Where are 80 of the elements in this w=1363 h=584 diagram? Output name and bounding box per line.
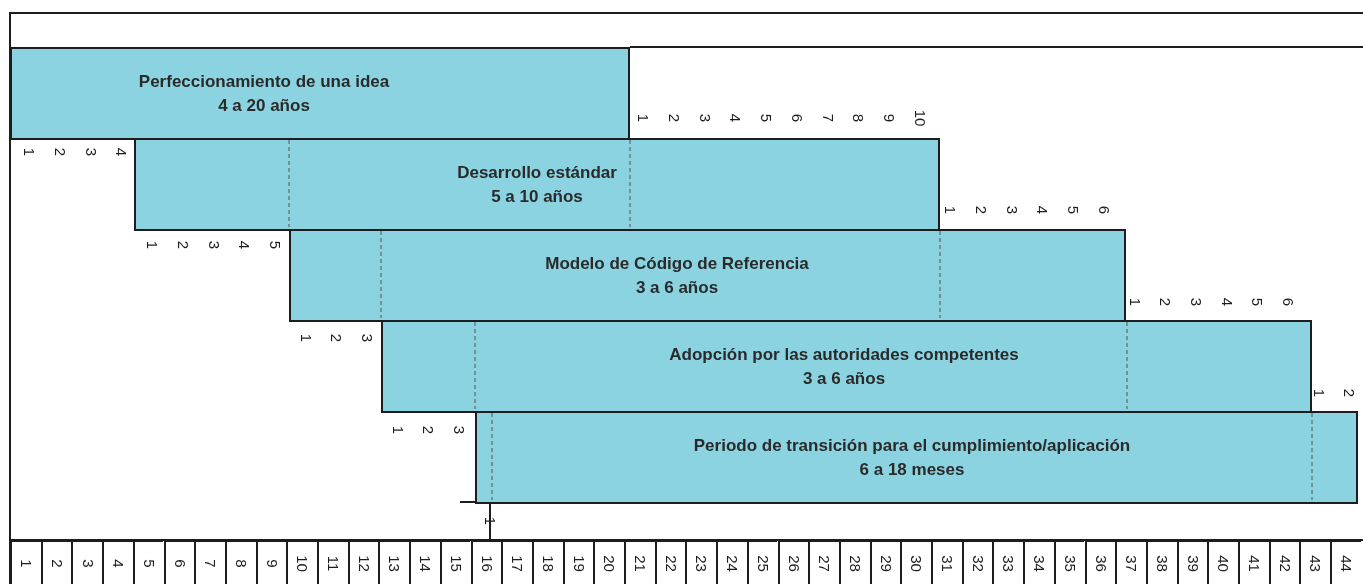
timeline-cell: 4 bbox=[102, 540, 133, 584]
step-number: 2 bbox=[328, 333, 344, 343]
step-number: 5 bbox=[267, 240, 283, 250]
timeline-cell: 6 bbox=[163, 540, 195, 584]
phase-duration: 3 a 6 años bbox=[635, 276, 719, 299]
step-number: 1 bbox=[635, 113, 651, 123]
step-number: 5 bbox=[1249, 297, 1265, 307]
step-number: 4 bbox=[1034, 205, 1050, 215]
phase-title: Periodo de transición para el cumplimiento/aplicación bbox=[693, 434, 1131, 457]
timeline-cell: 14 bbox=[409, 540, 440, 584]
step-number: 1 bbox=[942, 205, 958, 215]
step-number: 3 bbox=[1188, 297, 1204, 307]
timeline-cell: 31 bbox=[931, 540, 962, 584]
timeline-cell: 37 bbox=[1115, 540, 1146, 584]
step-number: 2 bbox=[1157, 297, 1173, 307]
phase-duration: 4 a 20 años bbox=[218, 94, 310, 117]
timeline-cell: 20 bbox=[593, 540, 624, 584]
timeline-cell: 13 bbox=[378, 540, 410, 584]
step-number: 3 bbox=[83, 147, 99, 157]
timeline-cell: 21 bbox=[624, 540, 655, 584]
step-number: 3 bbox=[451, 425, 467, 435]
step-number: 1 bbox=[21, 147, 37, 157]
step-number: 2 bbox=[666, 113, 682, 123]
timeline-cell: 7 bbox=[194, 540, 225, 584]
timeline-cell: 30 bbox=[900, 540, 931, 584]
phase-duration: 3 a 6 años bbox=[802, 367, 886, 390]
step-number: 10 bbox=[912, 109, 928, 127]
step-number: 6 bbox=[1096, 205, 1112, 215]
timeline-cell: 40 bbox=[1207, 540, 1238, 584]
step-number: 2 bbox=[1341, 388, 1357, 398]
step-number: 1 bbox=[1127, 297, 1143, 307]
timeline-cell: 3 bbox=[71, 540, 103, 584]
step-number: 4 bbox=[113, 147, 129, 157]
timeline-cell: 26 bbox=[777, 540, 809, 584]
phase-title: Adopción por las autoridades competentes bbox=[669, 343, 1019, 366]
timeline-cell: 10 bbox=[286, 540, 317, 584]
timeline-cell: 16 bbox=[470, 540, 502, 584]
step-number: 5 bbox=[758, 113, 774, 123]
step-number: 2 bbox=[175, 240, 191, 250]
phase-title: Desarrollo estándar bbox=[457, 161, 617, 184]
step-number: 5 bbox=[1065, 205, 1081, 215]
step-number: 1 bbox=[1311, 388, 1327, 398]
phase-duration: 5 a 10 años bbox=[491, 185, 583, 208]
phase-title: Perfeccionamiento de una idea bbox=[138, 70, 390, 93]
phase-bar bbox=[134, 138, 940, 231]
phase-duration: 6 a 18 meses bbox=[859, 458, 965, 481]
phase-bar bbox=[10, 47, 630, 140]
timeline-cell: 44 bbox=[1330, 540, 1361, 584]
step-number: 4 bbox=[727, 113, 743, 123]
step-number: 6 bbox=[1280, 297, 1296, 307]
timeline-cell: 27 bbox=[808, 540, 839, 584]
step-number: 3 bbox=[697, 113, 713, 123]
step-number: 1 bbox=[298, 333, 314, 343]
step-number: 2 bbox=[52, 147, 68, 157]
timeline-cell: 34 bbox=[1023, 540, 1054, 584]
step-number: 8 bbox=[850, 113, 866, 123]
timeline-cell: 23 bbox=[685, 540, 717, 584]
step-number: 4 bbox=[1219, 297, 1235, 307]
timeline-cell: 36 bbox=[1084, 540, 1116, 584]
timeline-cell: 41 bbox=[1238, 540, 1269, 584]
phase-title: Modelo de Código de Referencia bbox=[545, 252, 809, 275]
timeline-cell: 24 bbox=[716, 540, 747, 584]
timeline-cell: 43 bbox=[1299, 540, 1331, 584]
step-number: 3 bbox=[359, 333, 375, 343]
timeline-cell: 33 bbox=[992, 540, 1024, 584]
step-number: 2 bbox=[420, 425, 436, 435]
phase-bar bbox=[381, 320, 1312, 413]
step-number: 1 bbox=[390, 425, 406, 435]
step-number: 9 bbox=[881, 113, 897, 123]
step-number: 3 bbox=[206, 240, 222, 250]
step-number: 2 bbox=[973, 205, 989, 215]
step-number: 3 bbox=[1004, 205, 1020, 215]
timeline-cell: 11 bbox=[317, 540, 348, 584]
step-number: 1 bbox=[144, 240, 160, 250]
phase-bar bbox=[475, 411, 1358, 504]
step-number: 4 bbox=[236, 240, 252, 250]
step-number: 6 bbox=[789, 113, 805, 123]
step-number: 7 bbox=[820, 113, 836, 123]
timeline-cell: 17 bbox=[501, 540, 532, 584]
phase-bar bbox=[289, 229, 1126, 322]
